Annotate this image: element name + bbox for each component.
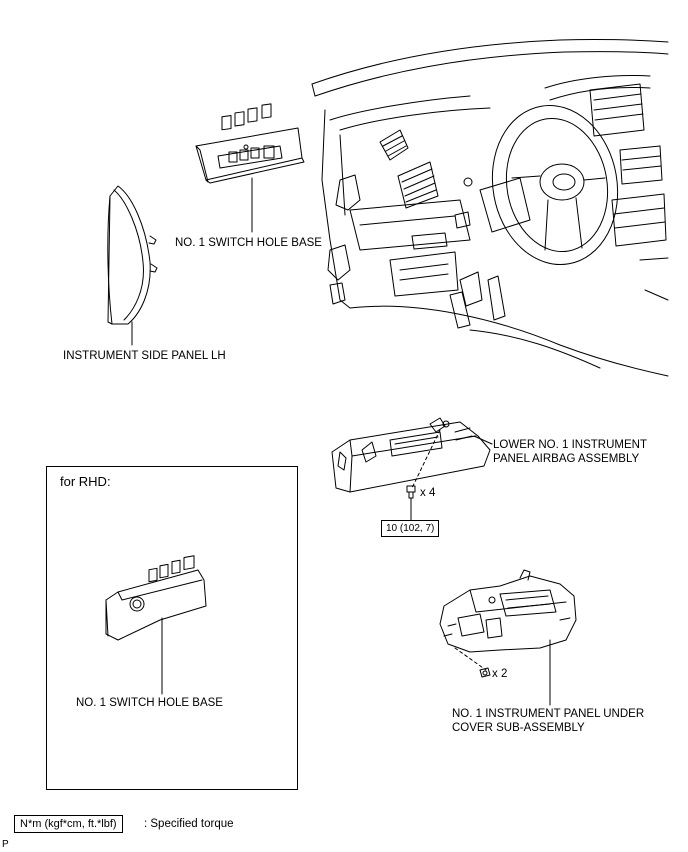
under-cover-label-line1: NO. 1 INSTRUMENT PANEL UNDER bbox=[452, 708, 645, 720]
switch-hole-base-rhd-label: NO. 1 SWITCH HOLE BASE bbox=[76, 697, 223, 709]
switch-hole-base-rhd-illustration bbox=[105, 555, 207, 641]
switch-hole-base-lhd-illustration bbox=[195, 103, 305, 184]
torque-unit-legend-box: N*m (kgf*cm, ft.*lbf) bbox=[14, 815, 123, 833]
corner-mark: P bbox=[2, 839, 9, 850]
airbag-dashed-line bbox=[411, 429, 441, 489]
instrument-side-panel-label: INSTRUMENT SIDE PANEL LH bbox=[63, 350, 226, 362]
switch-hole-base-lhd-label: NO. 1 SWITCH HOLE BASE bbox=[175, 237, 322, 249]
dashboard-illustration bbox=[311, 39, 669, 377]
under-cover-bolt-count: x 2 bbox=[492, 668, 508, 680]
torque-legend-description: : Specified torque bbox=[144, 818, 234, 830]
rhd-inset-frame bbox=[46, 466, 298, 790]
under-cover-label-line2: COVER SUB-ASSEMBLY bbox=[452, 722, 585, 734]
airbag-bolt-icon bbox=[406, 485, 416, 499]
instrument-side-panel-illustration bbox=[107, 185, 158, 325]
leader-line-airbag bbox=[473, 435, 493, 445]
airbag-label-line1: LOWER NO. 1 INSTRUMENT bbox=[493, 439, 647, 451]
airbag-label-line2: PANEL AIRBAG ASSEMBLY bbox=[493, 453, 640, 465]
under-cover-illustration bbox=[439, 569, 577, 653]
rhd-inset-title: for RHD: bbox=[60, 474, 111, 489]
under-cover-bolt-icon bbox=[479, 667, 491, 678]
airbag-bolt-count: x 4 bbox=[420, 487, 436, 499]
under-cover-dashed-line bbox=[454, 647, 487, 671]
torque-spec-box: 10 (102, 7) bbox=[381, 520, 440, 537]
airbag-assembly-illustration bbox=[331, 417, 491, 493]
